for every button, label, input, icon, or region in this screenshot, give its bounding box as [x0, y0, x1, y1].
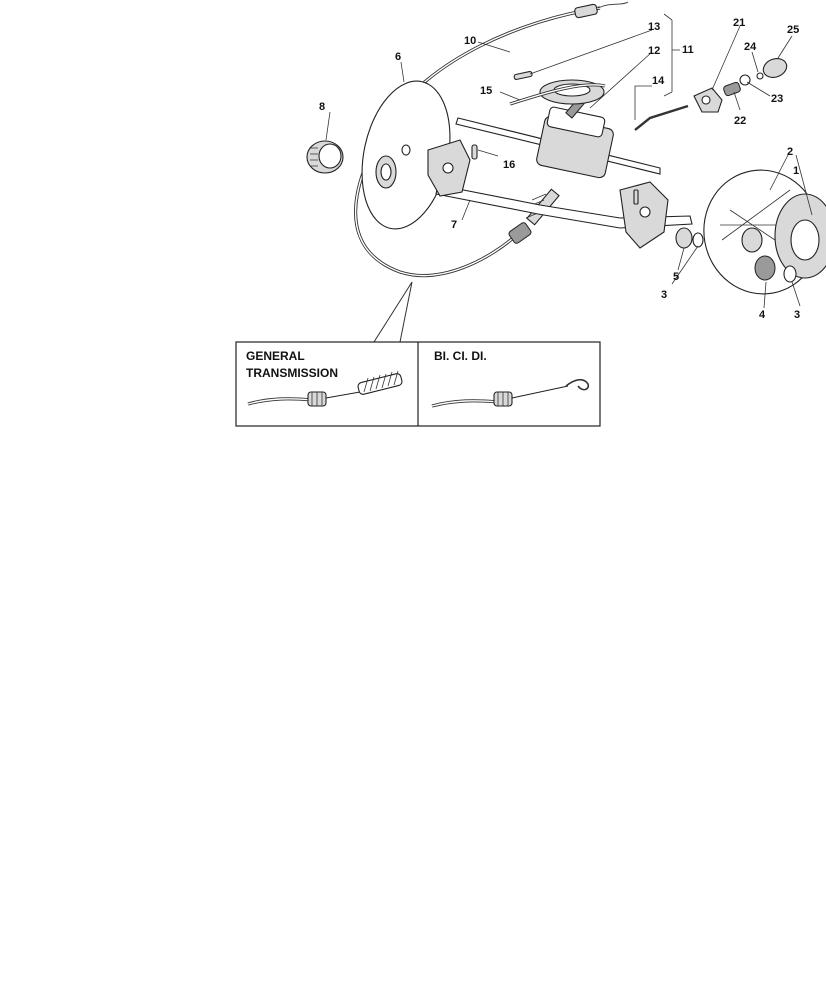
callout-23: 23: [771, 93, 783, 105]
callout-16: 16: [503, 159, 515, 171]
pinion-gear-right: [754, 255, 776, 281]
bicidi-cable-end: [431, 378, 590, 408]
callout-22: 22: [734, 115, 746, 127]
inset-title-bicidi: BI. CI. DI.: [434, 349, 487, 363]
callout-12: 12: [648, 45, 660, 57]
callout-6: 6: [395, 51, 401, 63]
callout-11: 11: [682, 44, 694, 56]
bushing: [675, 227, 693, 249]
callout-21: 21: [733, 17, 745, 29]
leader-lines: [325, 13, 813, 309]
pin-16: [471, 144, 478, 160]
callout-14: 14: [652, 75, 665, 87]
callout-24: 24: [744, 41, 757, 53]
callout-4: 4: [759, 309, 766, 321]
callout-3-left: 3: [661, 289, 667, 301]
inset-title-general-line2: TRANSMISSION: [246, 366, 338, 380]
callout-7: 7: [451, 219, 457, 231]
left-wheel-disc: [361, 80, 451, 230]
pin-13: [513, 70, 533, 80]
callout-10: 10: [464, 35, 476, 47]
washer-left: [692, 232, 704, 248]
callout-2: 2: [787, 146, 793, 158]
callout-15: 15: [480, 85, 492, 97]
pin-shaft: [633, 189, 639, 205]
callout-13: 13: [648, 21, 660, 33]
callout-5: 5: [673, 271, 679, 283]
pinion-gear-left: [306, 140, 344, 174]
knob-assembly: [693, 58, 788, 113]
general-transmission-cable-end: [247, 370, 403, 407]
inset-pointer: [373, 281, 413, 343]
rear-axle: [427, 139, 693, 249]
callout-1: 1: [793, 165, 799, 177]
washer-right: [783, 265, 797, 283]
lever-rod: [634, 104, 689, 131]
transmission-gearbox: [455, 95, 661, 179]
pulley-and-belt: [509, 79, 606, 106]
inset-title-general-line1: GENERAL: [246, 349, 305, 363]
callout-8: 8: [319, 101, 325, 113]
callout-3-right: 3: [794, 309, 800, 321]
right-drive-gear: [774, 193, 826, 279]
callout-25: 25: [787, 24, 799, 36]
cable-variants-inset: GENERAL TRANSMISSION BI. CI. DI.: [235, 341, 601, 427]
